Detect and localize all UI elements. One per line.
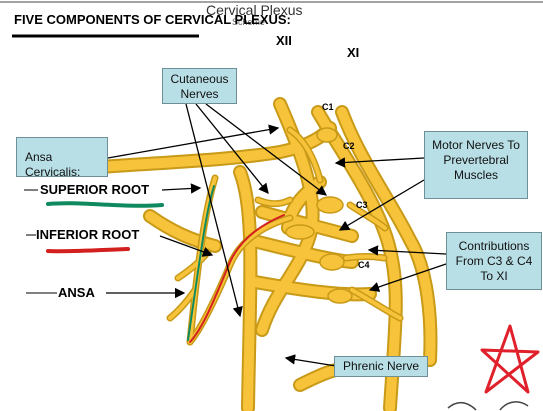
- nerve-illustration: [93, 97, 438, 411]
- overlay-title: Cervical Plexus: [206, 2, 303, 18]
- superior-root-label: SUPERIOR ROOT: [40, 182, 150, 197]
- cutaneous-nerves-callout: Cutaneous Nerves: [162, 68, 237, 104]
- ansa-label: ANSA: [58, 285, 95, 300]
- inferior-root-label: INFERIOR ROOT: [36, 227, 140, 242]
- corner-scribble-2: [499, 401, 529, 411]
- label-c1: C1: [322, 102, 334, 112]
- overlay-subtitle: Scheme: [232, 17, 266, 27]
- label-c2: C2: [343, 141, 355, 151]
- contributions-callout: Contributions From C3 & C4 To XI: [446, 232, 542, 290]
- corner-scribble: [447, 401, 477, 411]
- pointer-arrows: [106, 103, 447, 367]
- phrenic-nerve-callout: Phrenic Nerve: [334, 356, 428, 377]
- label-c4: C4: [358, 260, 370, 270]
- label-c3: C3: [356, 200, 368, 210]
- inferior-root-highlight: [46, 247, 130, 254]
- star-annotation: [480, 324, 540, 394]
- superior-root-highlight: [46, 201, 164, 208]
- ansa-cervicalis-callout: Ansa Cervicalis:: [16, 137, 108, 179]
- label-xi: XI: [347, 45, 360, 60]
- label-xii: XII: [276, 33, 292, 48]
- motor-nerves-callout: Motor Nerves To Prevertebral Muscles: [424, 131, 528, 199]
- slide-title: FIVE COMPONENTS OF CERVICAL PLEXUS:: [14, 12, 291, 27]
